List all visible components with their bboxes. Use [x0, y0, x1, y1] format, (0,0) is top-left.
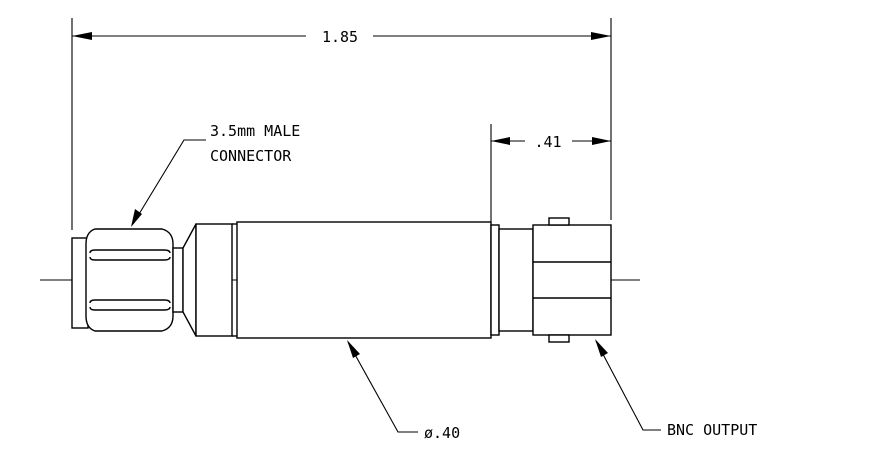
bnc-leader-arrow	[595, 339, 608, 357]
bnc-sleeve	[498, 228, 534, 332]
bnc-connector	[490, 217, 612, 343]
bnc-stud-top	[548, 217, 570, 226]
male-connector	[71, 223, 237, 337]
diameter-leader-line	[347, 341, 418, 433]
connector-callout-line2: CONNECTOR	[210, 147, 292, 165]
overall-length-dimension: 1.85	[71, 18, 612, 230]
bnc-arrowhead-left	[491, 137, 510, 145]
connector-leader-line	[132, 139, 206, 225]
connector-callout-line1: 3.5mm MALE	[210, 122, 300, 140]
main-body	[236, 221, 492, 339]
diameter-label: ø.40	[424, 424, 460, 442]
connector-neck	[172, 247, 184, 313]
bnc-leader-line	[595, 340, 661, 431]
bnc-stud-bottom	[548, 334, 570, 343]
hex-flat-upper-top	[89, 249, 171, 254]
bnc-bayonet	[532, 224, 612, 336]
main-body-cylinder	[236, 221, 492, 339]
bnc-output-label: BNC OUTPUT	[667, 421, 757, 439]
hex-flat-upper-bottom	[89, 256, 171, 261]
connector-taper	[182, 223, 197, 337]
bnc-collar	[490, 224, 500, 336]
bnc-output-callout: BNC OUTPUT	[595, 339, 757, 439]
hex-flat-lower-top	[89, 299, 171, 304]
hex-flat-lower-bottom	[89, 306, 171, 311]
overall-length-label: 1.85	[322, 28, 358, 46]
diameter-leader-arrow	[347, 340, 360, 358]
connector-leader-arrow	[131, 209, 142, 227]
diameter-callout: ø.40	[347, 340, 460, 442]
connector-ring	[195, 223, 233, 337]
bnc-length-label: .41	[534, 133, 561, 151]
hex-nut	[85, 228, 174, 332]
arrowhead-right	[591, 32, 611, 40]
connector-callout: 3.5mm MALE CONNECTOR	[131, 122, 300, 227]
bnc-length-dimension: .41	[490, 124, 611, 222]
arrowhead-left	[72, 32, 92, 40]
bnc-arrowhead-right	[592, 137, 611, 145]
